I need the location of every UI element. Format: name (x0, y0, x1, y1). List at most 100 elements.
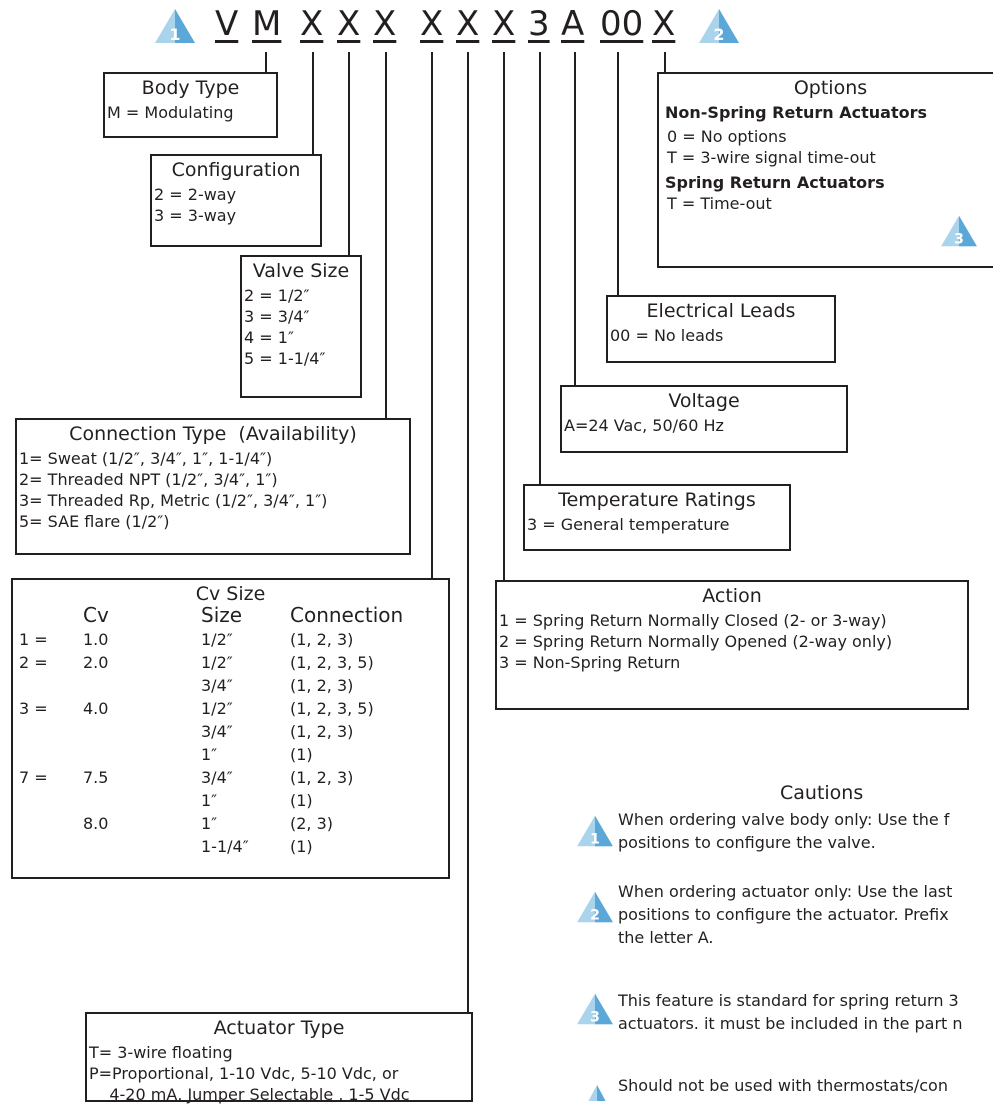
connector-body-type (265, 52, 267, 72)
connection-type-row: 5= SAE flare (1/2″) (19, 512, 170, 531)
cv-size-cell: 3/4″ (201, 768, 233, 787)
table-row: 3 = 4.0 1/2″ (1, 2, 3, 5) (13, 698, 448, 721)
cv-value-cell: 7.5 (83, 768, 109, 787)
cv-value-cell: 4.0 (83, 699, 109, 718)
svg-text:2: 2 (713, 25, 724, 44)
cautions-title: Cautions (780, 782, 864, 804)
actuator-type-row: T= 3-wire floating (89, 1043, 233, 1062)
valve-size-row: 4 = 1″ (244, 328, 294, 347)
temperature-ratings-title: Temperature Ratings (558, 489, 756, 511)
cv-value-cell: 8.0 (83, 814, 109, 833)
svg-text:3: 3 (590, 1010, 600, 1026)
table-row: 2 = 2.0 1/2″ (1, 2, 3, 5) (13, 652, 448, 675)
voltage-title: Voltage (668, 390, 740, 412)
cv-header: Cv (83, 603, 109, 627)
action-box: Action 1 = Spring Return Normally Closed… (495, 580, 969, 710)
connection-type-row: 1= Sweat (1/2″, 3/4″, 1″, 1-1/4″) (19, 449, 273, 468)
connector-voltage (574, 52, 576, 385)
table-row: 1 = 1.0 1/2″ (1, 2, 3) (13, 629, 448, 652)
electrical-leads-box: Electrical Leads 00 = No leads (606, 295, 836, 363)
action-row: 1 = Spring Return Normally Closed (2- or… (499, 611, 887, 630)
cv-connection-cell: (2, 3) (290, 814, 334, 833)
caution-2-text: When ordering actuator only: Use the las… (618, 880, 952, 949)
caution-2-marker-icon: 2 (699, 9, 739, 44)
cv-size-cell: 3/4″ (201, 722, 233, 741)
cv-size-cell: 1″ (201, 791, 218, 810)
valve-size-row: 5 = 1-1/4″ (244, 349, 326, 368)
body-type-title: Body Type (141, 77, 240, 99)
caution-4-icon (588, 1085, 606, 1101)
non-spring-return-heading: Non-Spring Return Actuators (665, 103, 927, 122)
valve-size-box: Valve Size 2 = 1/2″ 3 = 3/4″ 4 = 1″ 5 = … (240, 255, 362, 398)
action-row: 3 = Non-Spring Return (499, 653, 681, 672)
valve-size-title: Valve Size (252, 260, 350, 282)
options-row: T = 3-wire signal time-out (667, 148, 876, 167)
cv-connection-cell: (1) (290, 791, 313, 810)
code-char-body-type: M (252, 4, 282, 44)
connector-configuration (312, 52, 314, 155)
code-char-action: X (492, 4, 516, 44)
code-char-valve-size: X (337, 4, 361, 44)
cv-size-cell: 3/4″ (201, 676, 233, 695)
cv-connection-cell: (1, 2, 3, 5) (290, 699, 374, 718)
cv-connection-cell: (1, 2, 3) (290, 676, 354, 695)
cv-connection-cell: (1, 2, 3) (290, 768, 354, 787)
action-title: Action (702, 585, 762, 607)
table-row: 1-1/4″ (1) (13, 836, 448, 859)
cv-size-title: Cv Size (195, 583, 266, 605)
connection-type-row: 3= Threaded Rp, Metric (1/2″, 3/4″, 1″) (19, 491, 328, 510)
actuator-type-row: P=Proportional, 1-10 Vdc, 5-10 Vdc, or (89, 1064, 399, 1083)
connector-options (664, 52, 666, 72)
valve-size-row: 3 = 3/4″ (244, 307, 310, 326)
temperature-ratings-box: Temperature Ratings 3 = General temperat… (523, 484, 791, 551)
connection-header: Connection (290, 603, 404, 627)
caution-line: Should not be used with thermostats/con (618, 1076, 948, 1095)
size-header: Size (201, 603, 243, 627)
code-char-configuration: X (300, 4, 324, 44)
cv-size-cell: 1/2″ (201, 699, 233, 718)
cv-connection-cell: (1, 2, 3) (290, 630, 354, 649)
voltage-box: Voltage A=24 Vac, 50/60 Hz (560, 385, 848, 453)
cv-size-cell: 1/2″ (201, 653, 233, 672)
connection-type-title: Connection Type (Availability) (69, 423, 357, 445)
configuration-title: Configuration (171, 159, 301, 181)
caution-4-text: Should not be used with thermostats/con (618, 1074, 948, 1097)
cv-size-box: Cv Size Cv Size Connection 1 = 1.0 1/2″ … (11, 578, 450, 879)
configuration-box: Configuration 2 = 2-way 3 = 3-way (150, 154, 322, 247)
cv-value-cell: 1.0 (83, 630, 109, 649)
configuration-row: 3 = 3-way (154, 206, 237, 225)
actuator-type-box: Actuator Type T= 3-wire floating P=Propo… (85, 1012, 473, 1104)
table-row: 1″ (1) (13, 744, 448, 767)
caution-3-text: This feature is standard for spring retu… (618, 989, 963, 1035)
electrical-leads-title: Electrical Leads (646, 300, 796, 322)
connection-type-row: 2= Threaded NPT (1/2″, 3/4″, 1″) (19, 470, 278, 489)
options-row: T = Time-out (667, 194, 772, 213)
caution-2-icon: 2 (577, 891, 613, 924)
caution-line: positions to configure the actuator. Pre… (618, 905, 949, 924)
cv-size-cell: 1″ (201, 814, 218, 833)
svg-text:1: 1 (590, 832, 600, 848)
caution-1-icon: 1 (577, 815, 613, 848)
cv-code-cell: 7 = (19, 768, 48, 787)
cv-size-cell: 1″ (201, 745, 218, 764)
svg-text:3: 3 (954, 232, 964, 248)
code-char-v: V (215, 4, 239, 44)
table-row: 1″ (1) (13, 790, 448, 813)
caution-1-text: When ordering valve body only: Use the f… (618, 808, 949, 854)
connector-connection-type (385, 52, 387, 420)
spring-return-heading: Spring Return Actuators (665, 173, 885, 192)
code-char-temperature: 3 (528, 4, 550, 44)
table-row: 8.0 1″ (2, 3) (13, 813, 448, 836)
caution-line: When ordering actuator only: Use the las… (618, 882, 953, 901)
connector-electrical-leads (617, 52, 619, 296)
actuator-type-row: 4-20 mA, Jumper Selectable , 1-5 Vdc (89, 1085, 410, 1104)
connection-type-box: Connection Type (Availability) 1= Sweat … (15, 418, 411, 555)
cv-size-header-row: Cv Size Connection (13, 605, 448, 629)
caution-line: the letter A. (618, 928, 714, 947)
caution-line: When ordering valve body only: Use the f (618, 810, 950, 829)
caution-line: positions to configure the valve. (618, 833, 876, 852)
svg-text:1: 1 (169, 25, 180, 44)
code-char-voltage: A (561, 4, 585, 44)
code-char-cv-size: X (420, 4, 444, 44)
code-char-connection-type: X (373, 4, 397, 44)
